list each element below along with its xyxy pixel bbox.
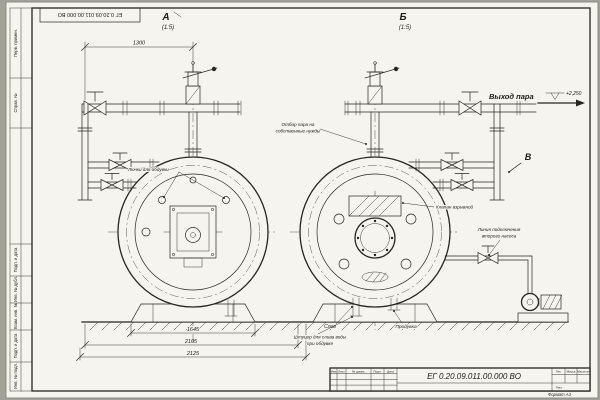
dimension-2125: 2125: [76, 323, 310, 361]
callout-fitting: Штуцер для слива воды при обдувке: [293, 316, 353, 347]
safety-valve-b: [364, 61, 400, 158]
steam-out-label: Выход пара: [489, 92, 534, 101]
dim-value: 1300: [133, 41, 146, 47]
callout-own-needs: Отбор пара на собственные нужды: [275, 121, 367, 145]
blow-hatch-b-1: [333, 213, 345, 225]
fitting-label2: при обдувке: [307, 341, 333, 346]
tb-lit: Лит.: [556, 370, 562, 374]
elevation-label: +2,250: [566, 91, 582, 97]
feed-pump: [517, 292, 569, 323]
dimension-2105: 2105: [81, 323, 302, 349]
stamp-label: Инв. № дубл.: [13, 276, 18, 302]
vessel-b: [299, 156, 451, 317]
flipped-doc-number: ЕГ 0.20.09.011.00.000 ВО: [57, 11, 122, 17]
tb-col-doc: № докум.: [352, 369, 365, 373]
callout-steam-out: Выход пара +2,250: [489, 91, 585, 107]
top-piping-right: [344, 91, 537, 201]
pump-line: [444, 245, 533, 295]
manifold-valve-right-1[interactable]: [440, 152, 464, 172]
own-needs-line2: собственные нужды: [276, 129, 321, 134]
format-label: Формат А3: [548, 392, 572, 397]
drain-label: Слив: [324, 324, 336, 330]
explosion-valve-cover: [348, 190, 402, 217]
top-piping-left: [77, 91, 242, 201]
dim-value: 2125: [186, 351, 200, 357]
burner-assembly-a: [163, 205, 223, 268]
view-label-v: В: [508, 152, 532, 173]
callout-pump-line: Линия подключения второго насоса: [476, 226, 522, 256]
pump-line-label1: Линия подключения: [477, 227, 521, 232]
blow-hatch-b-2: [405, 213, 417, 225]
handhole-a: [141, 227, 151, 237]
vessel-a: [117, 156, 269, 317]
tb-sheet: Лист: [556, 386, 563, 390]
saddle-a: [130, 303, 256, 323]
view-a-scale: (1:5): [162, 25, 174, 31]
manifold-valve-left-2[interactable]: [100, 173, 124, 192]
right-header-pipe: [489, 103, 505, 201]
dimension-1645: 1645: [127, 323, 259, 337]
manifold-left: [87, 152, 160, 192]
tb-col-list: Лист: [338, 369, 345, 373]
tb-col-data: Дата: [387, 369, 394, 373]
explosion-label: Клапан взрывной: [436, 204, 474, 210]
view-b-scale: (1:5): [399, 25, 411, 31]
steam-valve-right[interactable]: [458, 91, 482, 116]
pump-line-label2: второго насоса: [482, 234, 517, 239]
safety-valve-a: [182, 61, 218, 158]
dim-value: 2105: [184, 339, 198, 345]
steam-valve-left[interactable]: [83, 91, 107, 116]
dimension-1300: 1300: [81, 41, 197, 101]
tb-col-podp: Подп.: [374, 369, 382, 373]
view-a-letter: А: [161, 12, 169, 23]
pump-line-valve[interactable]: [477, 245, 499, 265]
stamp-label: Взам. инв. №: [13, 303, 18, 329]
own-needs-line1: Отбор пара на: [282, 122, 315, 127]
blowdown-label: Продувка: [395, 324, 417, 330]
tb-doc-number: ЕГ 0.20.09.011.00.000 ВО: [427, 372, 521, 381]
fitting-label1: Штуцер для слива воды: [294, 335, 347, 340]
manifold-valve-left-1[interactable]: [108, 152, 132, 172]
blow-hatch-a-left: [158, 196, 166, 204]
view-label-b: Б (1:5): [399, 12, 411, 31]
steam-out-arrow: [576, 99, 585, 107]
manifold-valve-right-2[interactable]: [450, 173, 474, 192]
view-b-letter: Б: [399, 12, 406, 23]
sight-hole-a: [189, 176, 197, 184]
manhole-b: [354, 217, 396, 259]
dim-value: 1645: [187, 327, 200, 333]
stamp-label: Подп. и дата: [13, 247, 18, 272]
title-block: Изм Лист № докум. Подп. Дата ЕГ 0.20.09.…: [329, 367, 591, 392]
left-header-pipe: [77, 103, 93, 201]
stamp-label: Перв. примен.: [13, 29, 18, 57]
blow-hatch-b-3: [338, 258, 350, 270]
view-label-a: А (1:5): [161, 11, 182, 31]
callout-explosion: Клапан взрывной: [402, 202, 475, 211]
view-v-letter: В: [525, 152, 532, 162]
tb-col-izm: Изм: [331, 369, 337, 373]
manifold-right: [408, 152, 495, 192]
tb-masshtab: Масштаб: [577, 370, 590, 374]
bottom-hatch-b: [361, 271, 389, 283]
callout-hatches: Лючки для обдувки: [126, 166, 225, 199]
stamp-label: Инв. № подл.: [13, 363, 18, 389]
tb-massa: Масса: [567, 370, 576, 374]
left-stamp-column: Перв. примен. Справ. № Подп. и дата Инв.…: [13, 29, 18, 389]
callout-blowdown: Продувка: [393, 310, 418, 331]
hatches-label: Лючки для обдувки: [127, 167, 169, 172]
stamp-label: Подп. и дата: [13, 333, 18, 358]
blow-hatch-b-4: [400, 258, 412, 270]
sheet-frame: [9, 7, 591, 392]
callout-drain: Слив: [323, 306, 353, 331]
top-flipped-stamp: ЕГ 0.20.09.011.00.000 ВО: [39, 7, 141, 23]
blow-hatch-a-right: [222, 196, 230, 204]
stamp-label: Справ. №: [13, 93, 18, 113]
drain-stub-a: [224, 299, 238, 317]
